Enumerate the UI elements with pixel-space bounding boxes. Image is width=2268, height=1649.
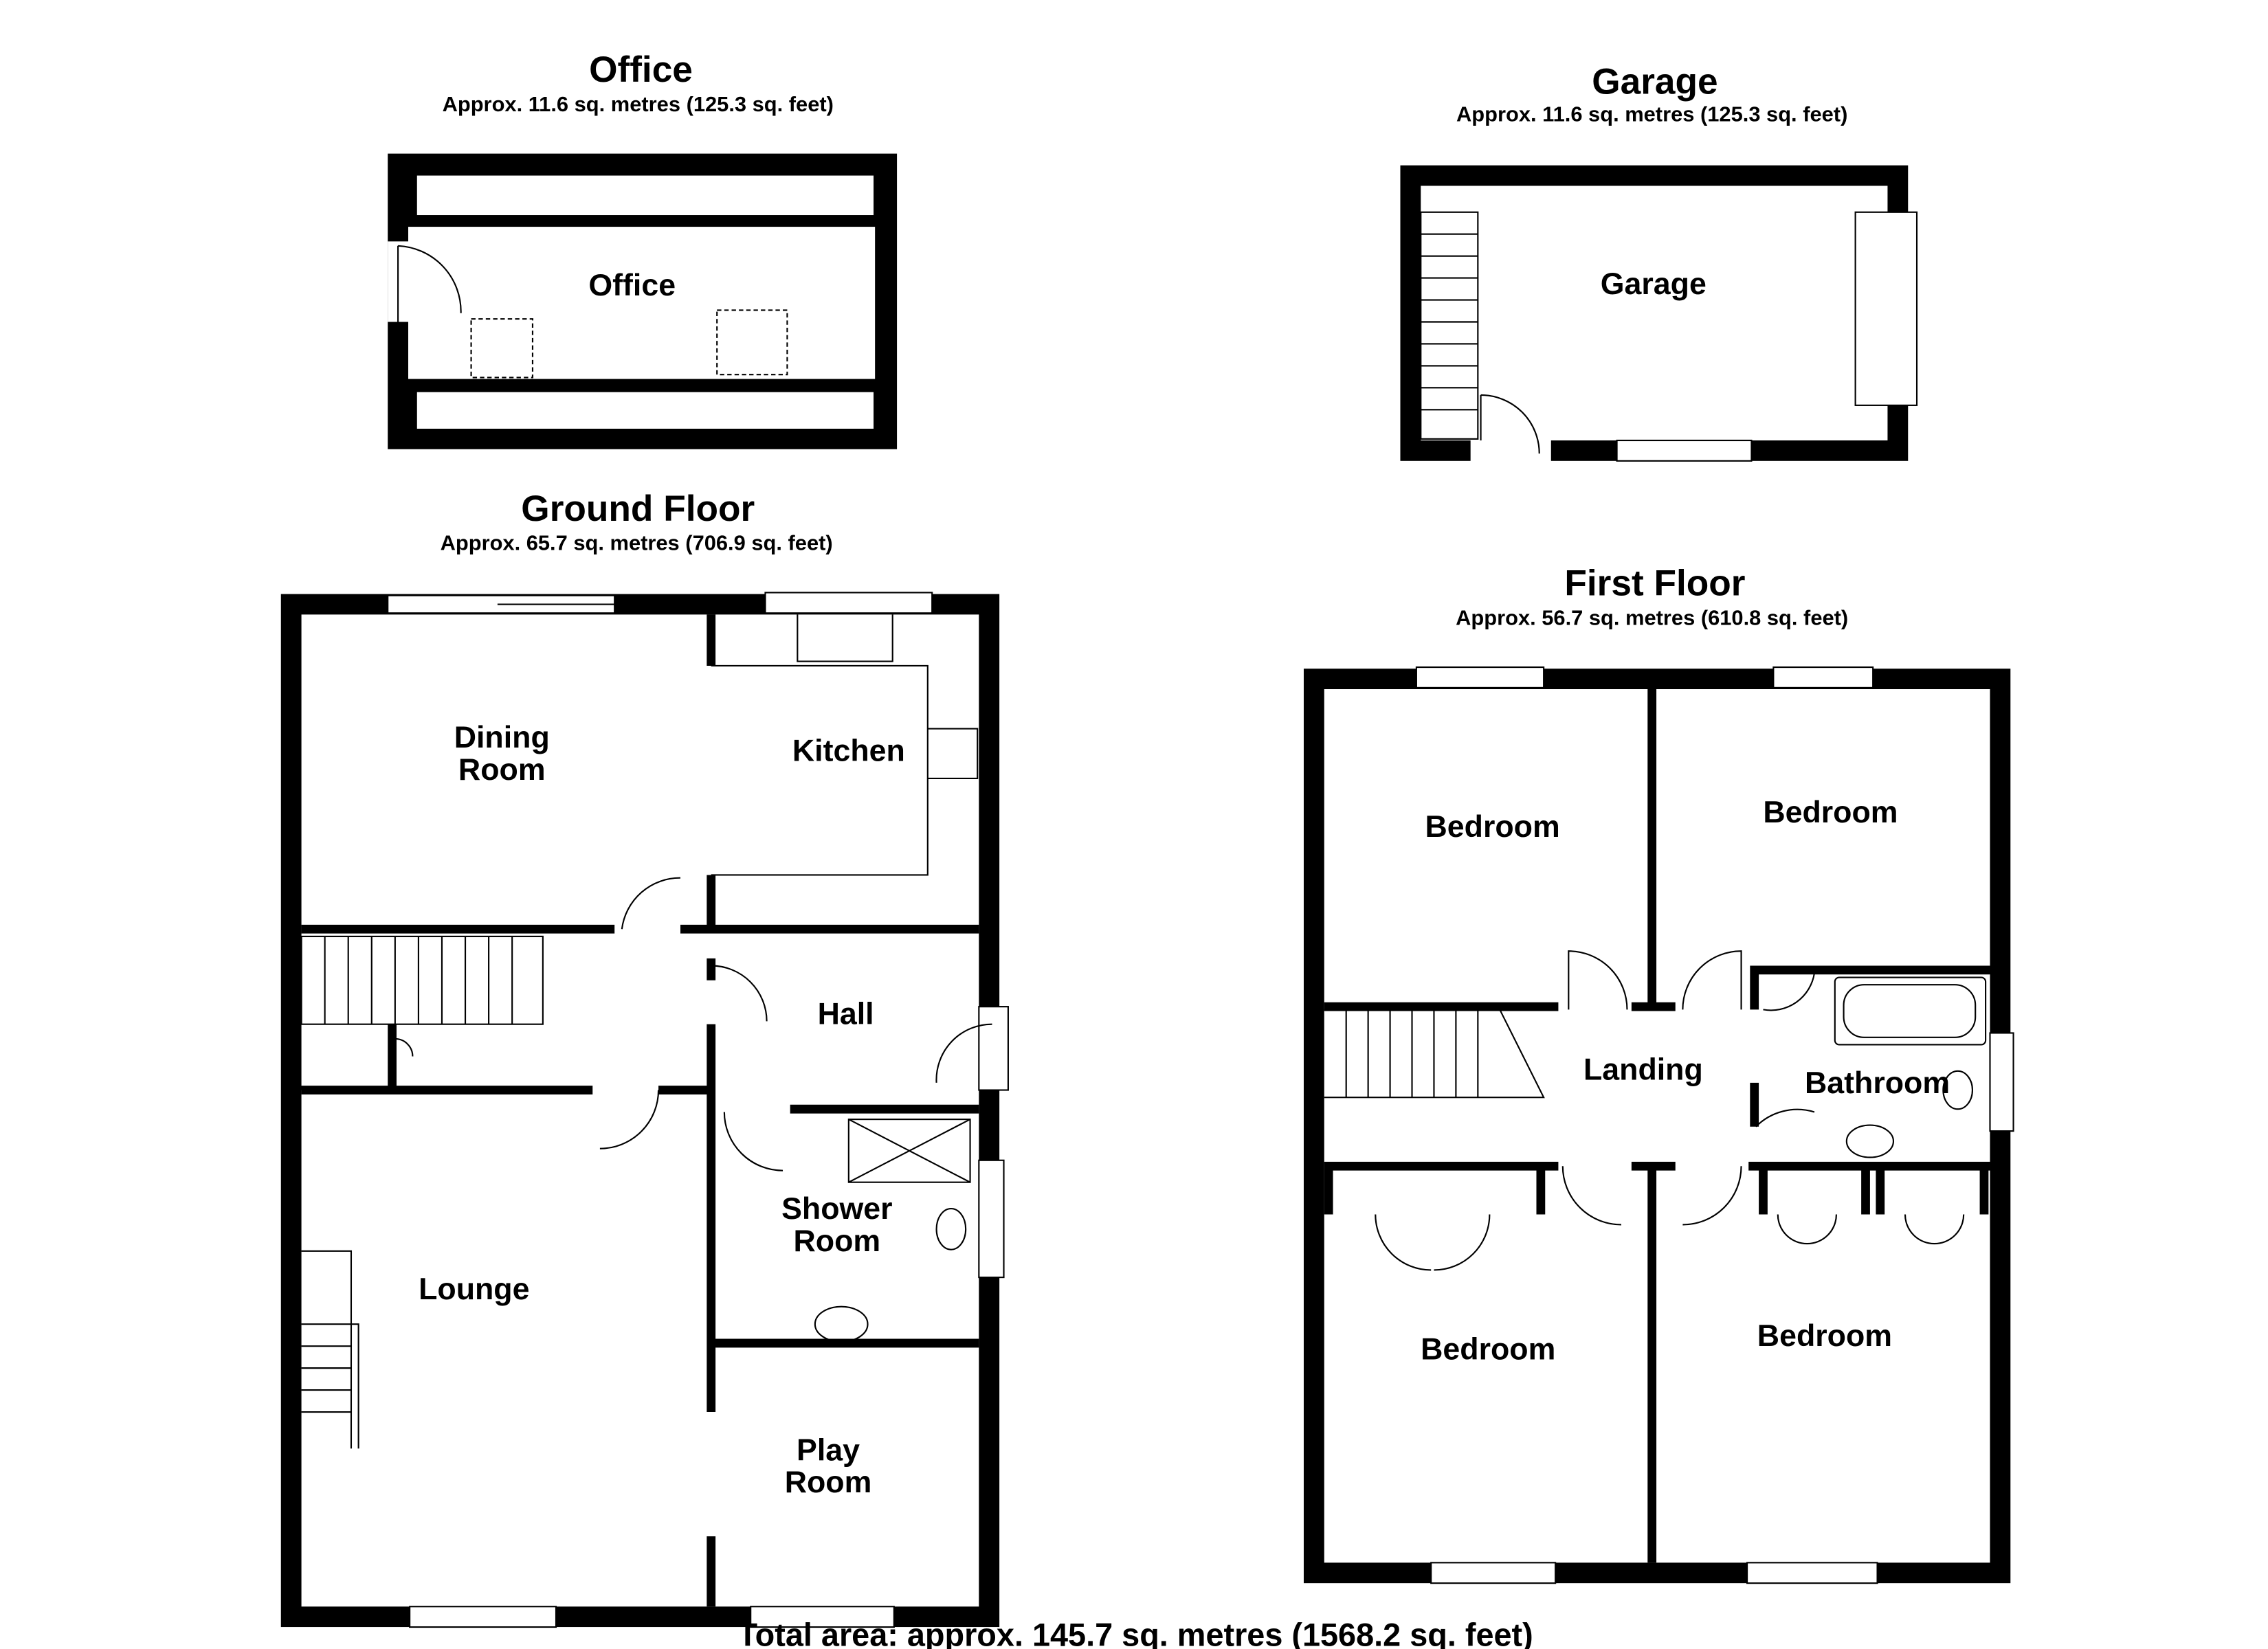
total-area: Total area: approx. 145.7 sq. metres (15… [738, 1617, 1533, 1649]
door-icon [1375, 950, 1965, 1271]
ground-floor-plan: Ground Floor Approx. 65.7 sq. metres (70… [280, 489, 1009, 1628]
stairs-icon [1324, 1009, 1545, 1099]
garage-area: Approx. 11.6 sq. metres (125.3 sq. feet) [1456, 102, 1847, 126]
door-icon [394, 877, 992, 1171]
room-label-dining: Dining [454, 721, 550, 754]
room-label-play: Play [797, 1433, 860, 1467]
office-title: Office [589, 49, 693, 90]
ground-floor-area: Approx. 65.7 sq. metres (706.9 sq. feet) [441, 531, 833, 555]
room-label-kitchen: Kitchen [792, 734, 905, 767]
stairs-icon [300, 935, 544, 1025]
office-area: Approx. 11.6 sq. metres (125.3 sq. feet) [443, 92, 834, 116]
door-icon [1480, 394, 1540, 454]
room-label-bathroom: Bathroom [1805, 1066, 1950, 1100]
room-label-lounge: Lounge [419, 1272, 529, 1306]
room-label-play-2: Room [785, 1466, 872, 1499]
first-floor-area: Approx. 56.7 sq. metres (610.8 sq. feet) [1456, 605, 1848, 629]
first-floor-title: First Floor [1564, 563, 1745, 604]
room-label-bedroom-2: Bedroom [1763, 796, 1898, 829]
first-floor-plan: First Floor Approx. 56.7 sq. metres (610… [1303, 563, 2014, 1584]
room-label-bedroom-1: Bedroom [1425, 810, 1560, 844]
room-label-landing: Landing [1583, 1053, 1703, 1087]
room-label-shower: Shower [781, 1192, 892, 1226]
office-plan: Office Approx. 11.6 sq. metres (125.3 sq… [388, 49, 898, 449]
room-label-bedroom-4: Bedroom [1757, 1319, 1892, 1353]
room-label-bedroom-3: Bedroom [1421, 1332, 1555, 1366]
room-label-hall: Hall [818, 998, 874, 1031]
room-label-shower-2: Room [793, 1224, 880, 1258]
room-label-garage: Garage [1601, 267, 1706, 301]
stairs-icon [301, 1250, 359, 1449]
door-icon [397, 245, 462, 322]
room-label-office: Office [588, 269, 676, 302]
room-label-dining-2: Room [458, 753, 546, 787]
garage-plan: Garage Approx. 11.6 sq. metres (125.3 sq… [1400, 61, 1918, 462]
stairs-icon [1420, 211, 1479, 440]
ground-floor-title: Ground Floor [521, 489, 755, 529]
garage-title: Garage [1592, 61, 1717, 102]
